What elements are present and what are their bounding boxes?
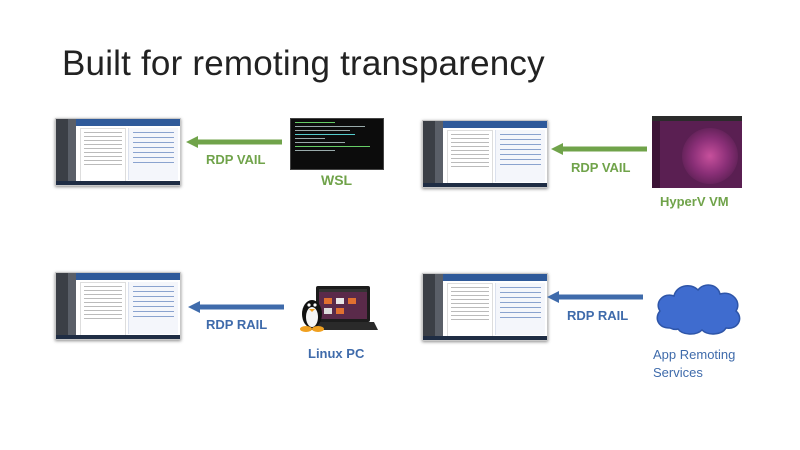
connection-label: RDP RAIL: [206, 317, 268, 332]
vail-arrow: [186, 136, 282, 148]
terminal-window-icon: [290, 118, 384, 170]
rail-arrow: [547, 291, 643, 303]
cloud-icon: [656, 284, 741, 335]
connection-label: RDP VAIL: [206, 152, 266, 167]
windows-desktop-screenshot: [422, 273, 548, 341]
source-label-line2: Services: [653, 365, 703, 380]
ubuntu-desktop-icon: [652, 116, 742, 188]
tux-laptop-icon: [300, 286, 378, 332]
source-label-line1: App Remoting: [653, 347, 736, 362]
app-remoting-services-label: App Remoting Services: [653, 346, 735, 382]
windows-desktop-screenshot: [55, 118, 181, 186]
windows-desktop-screenshot: [422, 120, 548, 188]
windows-desktop-screenshot: [55, 272, 181, 340]
vail-arrow: [551, 143, 647, 155]
source-label: HyperV VM: [660, 194, 729, 209]
connection-label: RDP RAIL: [567, 308, 629, 323]
slide-title: Built for remoting transparency: [62, 44, 545, 83]
source-label: Linux PC: [308, 346, 365, 361]
rail-arrow: [188, 301, 284, 313]
connection-label: RDP VAIL: [571, 160, 631, 175]
source-label: WSL: [321, 172, 353, 188]
